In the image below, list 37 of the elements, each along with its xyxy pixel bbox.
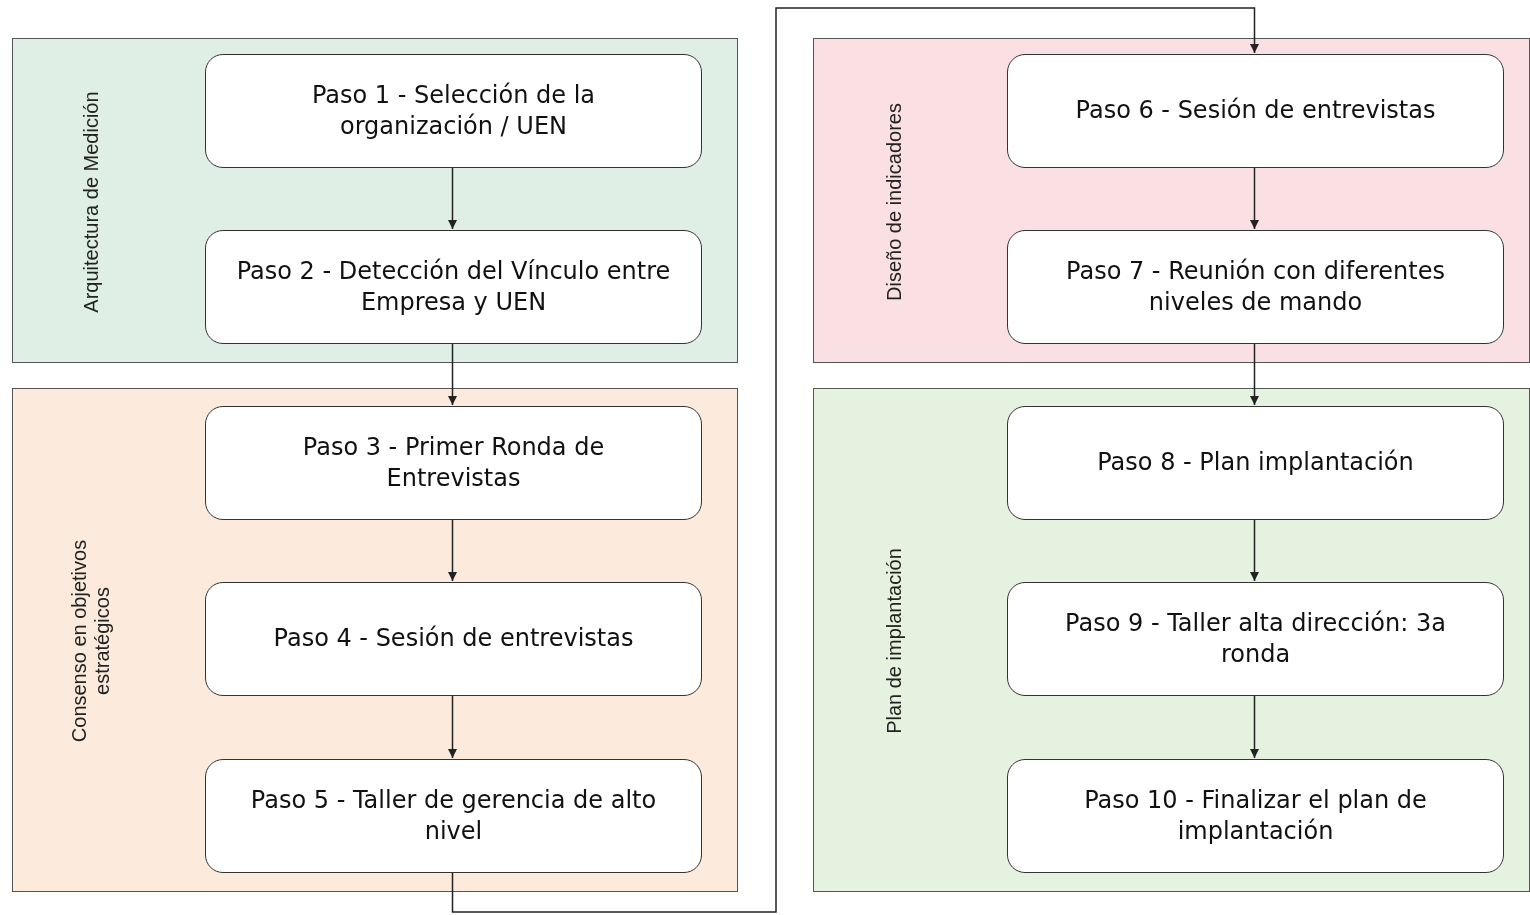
- step-box: [205, 54, 702, 168]
- step-text: Paso 4 - Sesión de entrevistas: [272, 623, 635, 655]
- arrow: [1250, 694, 1259, 759]
- phase-label: Arquitectura de Medición: [78, 89, 103, 315]
- phase-band: [12, 388, 738, 892]
- phase-label: Diseño de indicadores: [881, 101, 906, 303]
- step-box: [1007, 230, 1504, 344]
- step-text: Paso 10 - Finalizar el plan de implantación: [1083, 784, 1428, 847]
- step-box: [1007, 582, 1504, 696]
- step-text: Paso 5 - Taller de gerencia de alto nivel: [249, 784, 658, 847]
- arrow: [1250, 166, 1259, 230]
- arrow: [448, 518, 457, 582]
- phase-band: [813, 388, 1530, 892]
- arrow: [1250, 518, 1259, 582]
- phase-label: Consenso en objetivos estratégicos: [67, 538, 114, 745]
- step-box: [205, 759, 702, 873]
- step-text: Paso 1 - Selección de la organización / UEN: [310, 79, 597, 142]
- phase-label: Plan de implantación: [881, 547, 906, 736]
- step-text: Paso 7 - Reunión con diferentes niveles de mando: [1065, 255, 1446, 318]
- phase-band: [813, 38, 1530, 363]
- arrow: [1250, 342, 1259, 406]
- step-box: [1007, 759, 1504, 873]
- step-text: Paso 3 - Primer Ronda de Entrevistas: [301, 431, 606, 494]
- step-text: Paso 8 - Plan implantación: [1096, 447, 1415, 479]
- step-box: [205, 230, 702, 344]
- step-box: [1007, 406, 1504, 520]
- arrow: [448, 166, 457, 230]
- step-box: [1007, 54, 1504, 168]
- step-box: [205, 406, 702, 520]
- arrow: [448, 694, 457, 759]
- step-text: Paso 6 - Sesión de entrevistas: [1074, 95, 1437, 127]
- phase-band: [12, 38, 738, 363]
- arrow: [451, 7, 1259, 913]
- step-box: [205, 582, 702, 696]
- step-text: Paso 9 - Taller alta dirección: 3a ronda: [1064, 607, 1447, 670]
- step-text: Paso 2 - Detección del Vínculo entre Empresa y UEN: [235, 255, 672, 318]
- arrow: [448, 342, 457, 406]
